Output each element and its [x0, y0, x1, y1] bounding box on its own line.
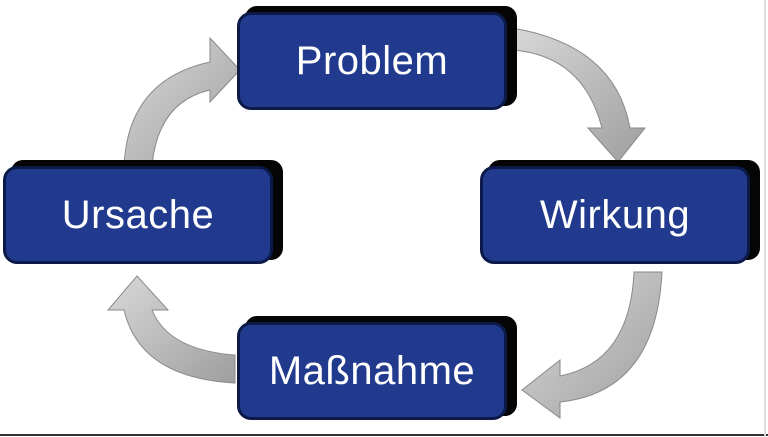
node-box: Wirkung	[480, 166, 750, 264]
node-label-wirkung: Wirkung	[539, 193, 691, 237]
arrow-wirkung-to-massnahme	[521, 271, 663, 419]
arrow-ursache-to-problem	[123, 36, 241, 167]
node-massnahme: Maßnahme	[237, 316, 517, 422]
node-problem: Problem	[237, 6, 517, 112]
right-border-line	[764, 0, 766, 437]
node-ursache: Ursache	[3, 160, 283, 266]
node-box: Problem	[237, 12, 507, 110]
node-label-ursache: Ursache	[61, 193, 215, 237]
node-label-massnahme: Maßnahme	[268, 349, 476, 393]
arrow-problem-to-wirkung	[511, 27, 647, 163]
arrow-massnahme-to-ursache	[106, 275, 236, 384]
node-box: Ursache	[3, 166, 273, 264]
node-label-problem: Problem	[295, 39, 449, 83]
node-box: Maßnahme	[237, 322, 507, 420]
bottom-border-line	[0, 434, 768, 436]
node-wirkung: Wirkung	[480, 160, 760, 266]
